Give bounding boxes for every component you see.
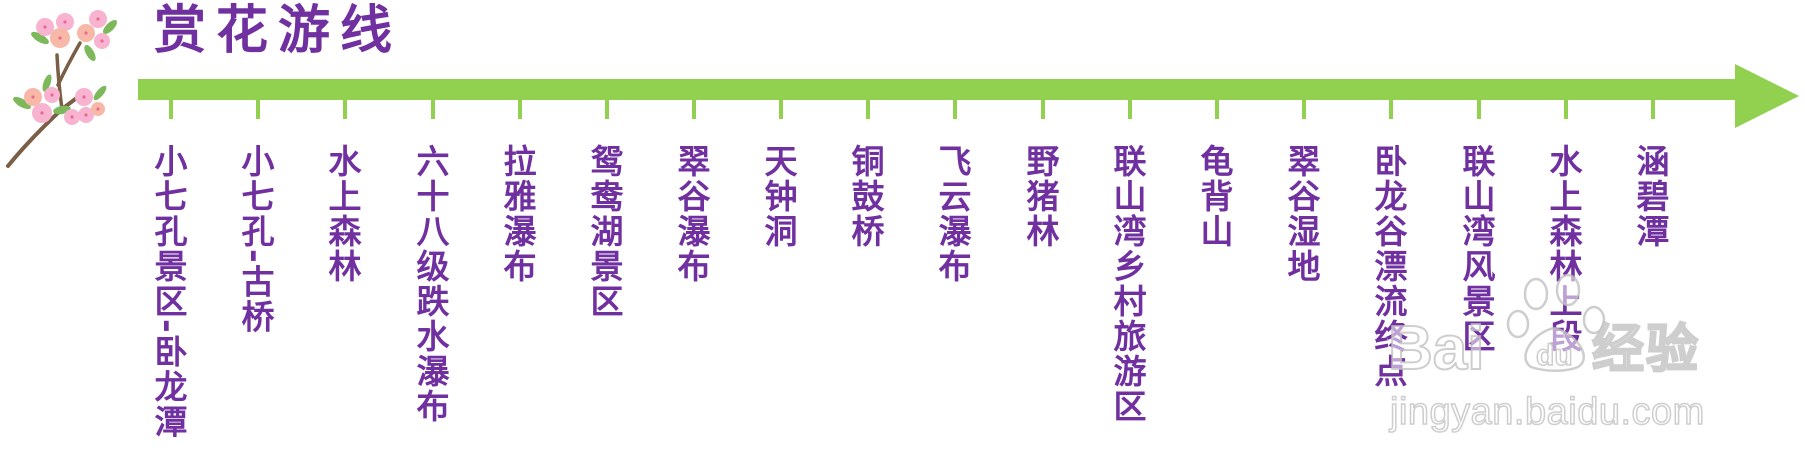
timeline-tick (779, 100, 783, 119)
timeline-stop-label-box: 铜鼓桥 (828, 144, 908, 249)
timeline-stop-label: 六十八级跌水瀑布 (411, 144, 450, 424)
timeline-tick (1302, 100, 1306, 119)
timeline-stop-label-box: 天钟洞 (741, 144, 821, 249)
timeline-stop-label-box: 野猪林 (1003, 144, 1083, 249)
watermark-url: jingyan.baidu.com (1389, 390, 1705, 434)
timeline-stop-label: 拉雅瀑布 (498, 144, 537, 284)
timeline-stop-label: 联山湾乡村旅游区 (1108, 144, 1147, 424)
timeline-stop-label-box: 鸳鸯湖景区 (567, 144, 647, 319)
timeline-tick (1564, 100, 1568, 119)
timeline-tick (1128, 100, 1132, 119)
timeline-stop-label: 水上森林 (323, 144, 362, 284)
timeline-tick (1651, 100, 1655, 119)
diagram-title: 赏花游线 (154, 0, 403, 61)
timeline-stop-label-box: 卧龙谷漂流终点 (1351, 144, 1431, 389)
timeline-tick (256, 100, 260, 119)
timeline-stop-label-box: 六十八级跌水瀑布 (393, 144, 473, 424)
timeline-stop-label: 小七孔-古桥 (236, 144, 275, 335)
timeline-stop-label-box: 联山湾风景区 (1439, 144, 1519, 354)
timeline-stop-label-box: 龟背山 (1177, 144, 1257, 249)
timeline-stop-label-box: 小七孔-古桥 (218, 144, 298, 335)
timeline-tick (1389, 100, 1393, 119)
arrow-head-icon (1735, 64, 1799, 128)
timeline-tick (1477, 100, 1481, 119)
timeline-tick (866, 100, 870, 119)
timeline-stop-label: 龟背山 (1195, 144, 1234, 249)
timeline-stop-label: 联山湾风景区 (1457, 144, 1496, 354)
timeline-stop-label: 翠谷湿地 (1282, 144, 1321, 284)
timeline-stop-label: 卧龙谷漂流终点 (1369, 144, 1408, 389)
timeline-tick (518, 100, 522, 119)
timeline-stop-label-box: 涵碧潭 (1613, 144, 1693, 249)
timeline-tick (431, 100, 435, 119)
timeline-stop-label-box: 联山湾乡村旅游区 (1090, 144, 1170, 424)
timeline-tick (169, 100, 173, 119)
timeline-stop-label-box: 水上森林上段 (1526, 144, 1606, 354)
timeline-stop-label: 水上森林上段 (1544, 144, 1583, 354)
timeline-stop-label: 铜鼓桥 (846, 144, 885, 249)
timeline-stop-label-box: 拉雅瀑布 (480, 144, 560, 284)
timeline-tick (692, 100, 696, 119)
timeline-stop-label-box: 水上森林 (305, 144, 385, 284)
cherry-blossom-branch-icon (6, 10, 117, 168)
watermark-brand-right: 经验 (1591, 319, 1701, 381)
timeline-axis-bar (138, 79, 1738, 100)
timeline-stop-label: 野猪林 (1021, 144, 1060, 249)
timeline-stop-label: 翠谷瀑布 (672, 144, 711, 284)
timeline-stop-label: 飞云瀑布 (933, 144, 972, 284)
timeline-stop-label: 天钟洞 (759, 144, 798, 249)
timeline-tick (953, 100, 957, 119)
timeline-tick (1041, 100, 1045, 119)
timeline-tick (343, 100, 347, 119)
timeline-stop-label: 涵碧潭 (1631, 144, 1670, 249)
timeline-stop-label: 鸳鸯湖景区 (585, 144, 624, 319)
timeline-stop-label-box: 小七孔景区-卧龙潭 (131, 144, 211, 440)
timeline-tick (1215, 100, 1219, 119)
timeline-stop-label-box: 翠谷瀑布 (654, 144, 734, 284)
timeline-stop-label: 小七孔景区-卧龙潭 (149, 144, 188, 440)
timeline-tick (605, 100, 609, 119)
timeline-stop-label-box: 飞云瀑布 (915, 144, 995, 284)
timeline-stop-label-box: 翠谷湿地 (1264, 144, 1344, 284)
